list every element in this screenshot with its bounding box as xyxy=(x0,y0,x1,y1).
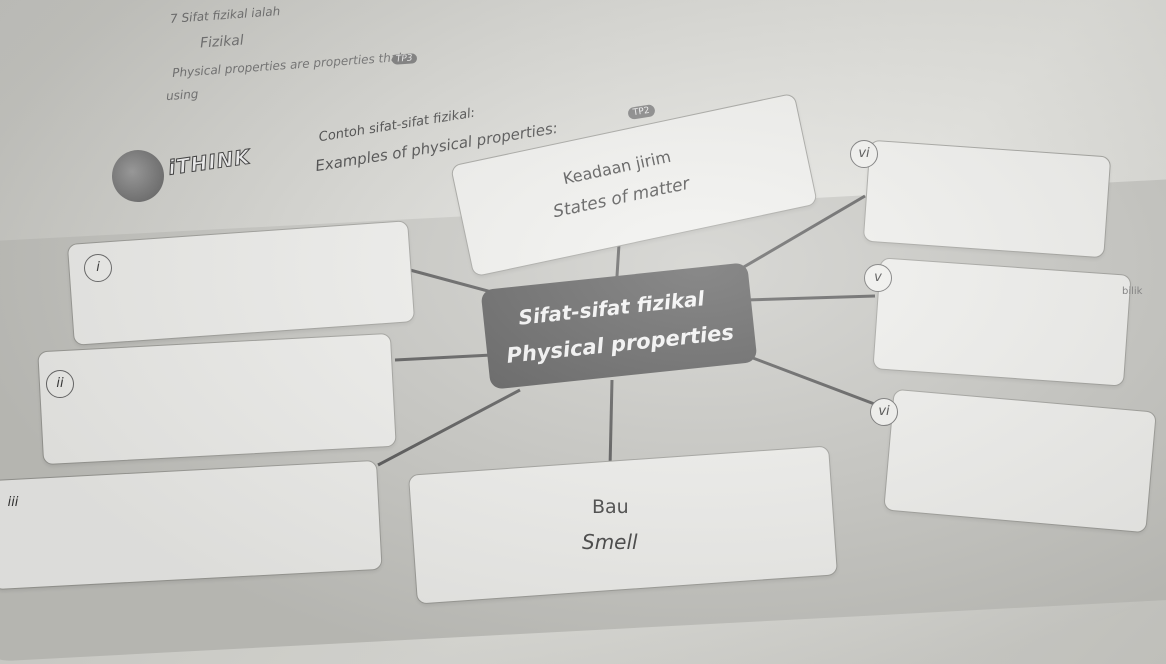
line-smell xyxy=(608,379,614,469)
smell-ms-text: Bau xyxy=(592,496,629,518)
answer-box-v[interactable] xyxy=(872,257,1132,387)
smell-en-text: Smell xyxy=(582,530,638,554)
line-vi-bottom xyxy=(744,353,886,410)
numeral-v: v xyxy=(864,264,892,292)
answer-box-ii[interactable] xyxy=(37,332,397,466)
answer-box-vi-bottom[interactable] xyxy=(883,388,1157,534)
answer-box-vi-top[interactable] xyxy=(862,139,1112,259)
line-v xyxy=(744,294,876,302)
numeral-iii: iii xyxy=(7,495,19,510)
line-iii xyxy=(377,388,521,467)
numeral-i: i xyxy=(84,254,112,282)
line-ii xyxy=(394,353,493,362)
answer-box-iii[interactable] xyxy=(0,459,383,591)
line-vi-top xyxy=(724,194,866,280)
margin-note: bilik xyxy=(1122,286,1143,297)
numeral-vi-bottom: vi xyxy=(870,398,898,426)
numeral-vi-top: vi xyxy=(850,140,878,168)
numeral-ii: ii xyxy=(46,370,74,398)
